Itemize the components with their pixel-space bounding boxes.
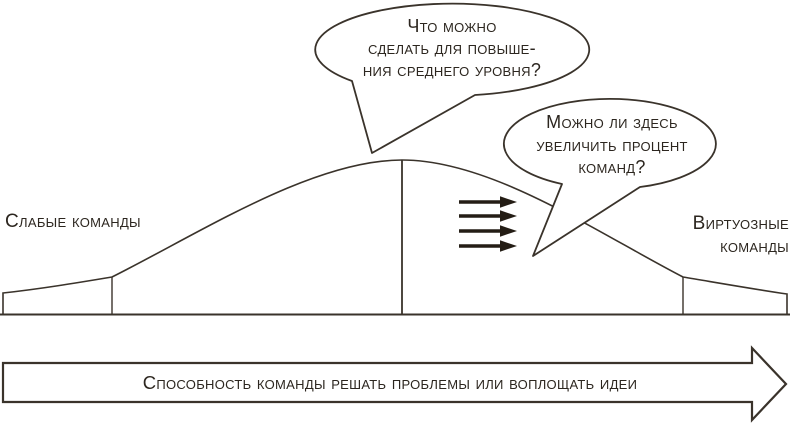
- flow-arrowhead-icon: [500, 210, 517, 222]
- flow-arrow-2: [459, 210, 517, 222]
- speech-bubble-top-line-1: Что можно: [407, 16, 496, 36]
- flow-arrowhead-icon: [500, 240, 517, 252]
- speech-bubble-top: [314, 2, 591, 154]
- flow-arrowhead-icon: [500, 196, 517, 208]
- ability-axis-label: Способность команды решать проблемы или …: [143, 372, 638, 393]
- flow-arrow-4: [459, 240, 517, 252]
- speech-bubble-top-line-2: сделать для повыше-: [368, 38, 536, 58]
- speech-bubble-top-line-3: ния среднего уровня?: [363, 60, 541, 80]
- distribution-curve-group: [0, 159, 790, 316]
- label-virtuoso-teams-line-2: команды: [720, 236, 789, 257]
- momentum-arrows: [459, 196, 517, 252]
- flow-arrow-3: [459, 225, 517, 237]
- speech-bubble-right: [503, 97, 717, 257]
- speech-bubble-right-line-3: команд?: [578, 157, 645, 177]
- flow-arrow-1: [459, 196, 517, 208]
- speech-bubble-right-line-1: Можно ли здесь: [546, 112, 678, 132]
- flow-arrowhead-icon: [500, 225, 517, 237]
- label-virtuoso-teams-line-1: Виртуозные: [693, 213, 789, 234]
- bell-curve: [2, 159, 788, 314]
- label-weak-teams: Слабые команды: [5, 211, 141, 232]
- ability-axis-arrow: [1, 345, 788, 423]
- speech-bubble-right-line-2: увеличить процент: [536, 135, 688, 155]
